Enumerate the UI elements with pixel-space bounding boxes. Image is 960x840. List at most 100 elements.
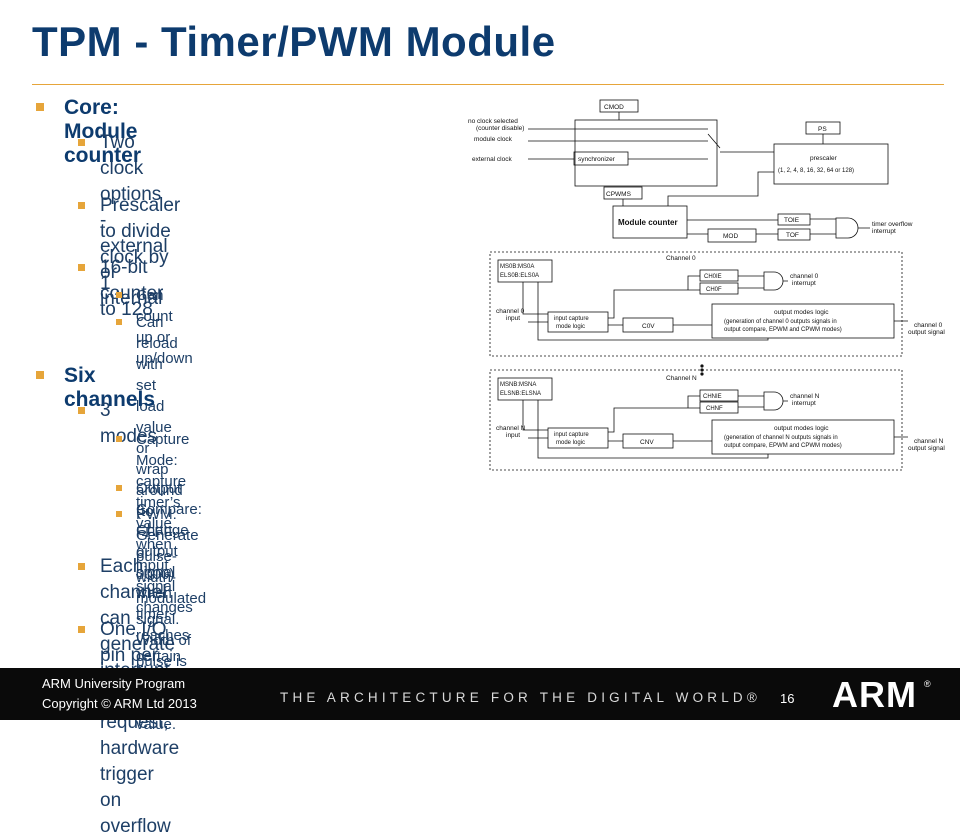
title-divider	[32, 84, 944, 85]
cpwms-label: CPWMS	[606, 191, 632, 198]
slide-title: TPM - Timer/PWM Module	[32, 18, 556, 65]
tpm-block-diagram: CMOD no clock selected (counter disable)…	[468, 99, 945, 471]
ch0-mode-box	[497, 259, 553, 283]
bullet-marker	[116, 485, 122, 491]
ch0ie-box	[699, 269, 739, 282]
bullet-marker	[116, 319, 122, 325]
bullet-marker	[116, 511, 122, 517]
chn-input-label-1: channel N	[496, 425, 526, 432]
chn-mode-box	[497, 377, 553, 401]
chn-input-label-2: input	[506, 432, 520, 439]
bullet-marker	[78, 202, 85, 209]
module-counter-label: Module counter	[618, 218, 678, 227]
ch0f-box	[699, 282, 739, 295]
tof-box	[777, 228, 811, 241]
arm-logo-text: ARM	[832, 675, 917, 713]
bullet-marker	[78, 626, 85, 633]
chn-logic-desc-1: (generation of channel N outputs signals…	[724, 435, 838, 441]
channel-n-frame	[489, 369, 903, 471]
chn-els-label: ELSNB:ELSNA	[500, 391, 541, 397]
chn-output-label-2: output signal	[908, 445, 945, 452]
bullet-marker	[36, 371, 44, 379]
chnf-box	[699, 401, 739, 414]
chn-interrupt-label-2: interrupt	[792, 400, 816, 407]
prescaler-box	[773, 143, 889, 185]
bullet-marker	[78, 407, 85, 414]
bullet-marker	[36, 103, 44, 111]
toie-box	[777, 213, 811, 226]
chn-capture-label-2: mode logic	[556, 440, 585, 446]
bullet-marker	[116, 436, 122, 442]
chnie-label: CHNIE	[703, 394, 722, 400]
channel-n-title: Channel N	[666, 375, 697, 382]
chnie-box	[699, 389, 739, 402]
timer-overflow-label-2: interrupt	[872, 228, 896, 235]
module-clock-label: module clock	[474, 136, 513, 143]
tof-label: TOF	[786, 232, 799, 239]
chn-capture-label-1: input capture	[554, 432, 589, 438]
ch0-input-label-2: input	[506, 315, 520, 322]
bullet-marker	[78, 264, 85, 271]
ch0-output-label-2: output signal	[908, 329, 945, 336]
chn-ms-label: MSNB:MSNA	[500, 382, 536, 388]
ch0-ms-label: MS0B:MS0A	[500, 264, 534, 270]
toie-label: TOIE	[784, 217, 800, 224]
ch0-logic-title: output modes logic	[774, 309, 829, 316]
channel-0-title: Channel 0	[666, 255, 696, 262]
mod-label: MOD	[723, 233, 738, 240]
ps-label: PS	[818, 126, 827, 133]
bullet-text: Can count up or up/down	[136, 287, 193, 367]
arm-logo-registered: ®	[924, 679, 931, 689]
ch0-interrupt-label-2: interrupt	[792, 280, 816, 287]
ch0-output-label-1: channel 0	[914, 322, 943, 329]
ch0-logic-desc-2: output compare, EPWM and CPWM modes)	[724, 327, 842, 333]
page-number: 16	[780, 691, 795, 706]
arm-logo: ARM ®	[832, 675, 931, 713]
bullet-text: Two clock options - external or internal	[100, 132, 168, 309]
chn-logic-desc-2: output compare, EPWM and CPWM modes)	[724, 443, 842, 449]
bullet-text: Prescaler to divide clock by 1 to 128	[100, 195, 181, 320]
footer-program: ARM University Program	[42, 676, 186, 691]
ch0-logic-desc-1: (generation of channel 0 outputs signals…	[724, 319, 837, 325]
chn-interrupt-label-1: channel N	[790, 393, 820, 400]
timer-overflow-label-1: timer overflow	[872, 221, 913, 228]
bullet-text: Six channels	[64, 364, 156, 411]
ch0-interrupt-label-1: channel 0	[790, 273, 819, 280]
chnf-label: CHNF	[706, 406, 723, 412]
bullet-text: Core: Module counter	[64, 96, 142, 167]
cnv-label: CNV	[640, 439, 654, 446]
chn-logic-title: output modes logic	[774, 425, 829, 432]
bullet-text: 3 modes	[100, 400, 158, 447]
ch0-els-label: ELS0B:ELS0A	[500, 273, 539, 279]
prescaler-values-label: (1, 2, 4, 8, 16, 32, 64 or 128)	[778, 168, 854, 174]
bullet-marker	[78, 563, 85, 570]
ch0-and-gate	[763, 271, 784, 291]
prescaler-label: prescaler	[810, 155, 838, 162]
ch0f-label: CH0F	[706, 287, 722, 293]
synchronizer-label: synchronizer	[578, 156, 616, 163]
c0v-label: C0V	[642, 323, 655, 330]
ch0-capture-label-1: input capture	[554, 316, 589, 322]
chn-and-gate	[763, 391, 784, 411]
overflow-and-gate	[835, 217, 859, 239]
bullet-text: Can reload with set load value or wrap a…	[136, 314, 183, 583]
channel-0-frame	[489, 251, 903, 357]
footer-copyright: Copyright © ARM Ltd 2013	[42, 696, 197, 711]
footer-tagline: THE ARCHITECTURE FOR THE DIGITAL WORLD®	[280, 690, 762, 705]
clock-select-box	[574, 119, 718, 187]
ch0-capture-label-2: mode logic	[556, 324, 585, 330]
synchronizer-box	[573, 151, 629, 166]
bullet-text: Capture Mode: capture timer’s value when…	[136, 431, 193, 616]
no-clock-label-1: no clock selected	[468, 118, 518, 125]
bullet-text: 16-bit counter	[100, 257, 164, 304]
cmod-label: CMOD	[604, 104, 624, 111]
no-clock-label-2: (counter disable)	[476, 125, 524, 132]
chn-output-label-1: channel N	[914, 438, 944, 445]
external-clock-label: external clock	[472, 156, 512, 163]
footer-bar: ARM University Program Copyright © ARM L…	[0, 668, 960, 720]
bullet-marker	[116, 292, 122, 298]
ch0-input-label-1: channel 0	[496, 308, 525, 315]
bullet-marker	[78, 139, 85, 146]
mod-box	[707, 228, 757, 243]
ch0ie-label: CH0IE	[704, 274, 722, 280]
